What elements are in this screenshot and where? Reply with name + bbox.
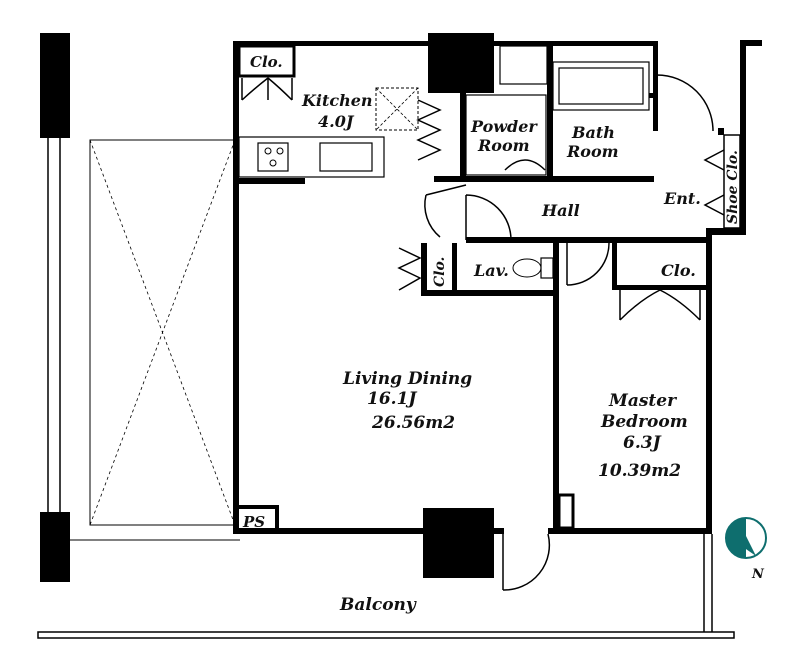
closet-kitchen-label: Clo. <box>250 53 283 71</box>
master-bedroom-size-label: 6.3J <box>623 433 662 453</box>
ps-label: PS <box>242 513 265 531</box>
entrance-label: Ent. <box>663 189 701 208</box>
balcony-label: Balcony <box>339 595 417 615</box>
closet-lav-label: Clo. <box>432 257 448 287</box>
doors <box>235 74 741 591</box>
closet-bedroom-label: Clo. <box>661 261 696 280</box>
living-dining-label: Living Dining <box>342 369 472 389</box>
powder-room-label-2: Room <box>477 136 530 155</box>
north-arrow-icon <box>725 517 767 559</box>
living-dining-size-label: 16.1J <box>367 389 417 409</box>
powder-room-label-1: Powder <box>470 117 538 136</box>
master-bedroom-area-label: 10.39m2 <box>598 461 681 481</box>
bath-room-label-2: Room <box>566 142 619 161</box>
north-label: N <box>751 567 765 582</box>
master-bedroom-label-1: Master <box>608 391 677 411</box>
master-bedroom-label-2: Bedroom <box>600 412 688 432</box>
shoe-closet-label: Shoe Clo. <box>725 150 741 224</box>
kitchen-fixtures <box>237 44 442 178</box>
room-labels: Clo. Kitchen 4.0J Powder Room Bath Room … <box>242 53 765 615</box>
bath-fixtures <box>465 45 650 176</box>
kitchen-size-label: 4.0J <box>318 112 355 131</box>
kitchen-label: Kitchen <box>301 91 373 110</box>
hall-label: Hall <box>541 201 580 220</box>
living-dining-area-label: 26.56m2 <box>371 413 455 433</box>
left-exterior <box>40 33 240 582</box>
balcony-edge <box>37 534 735 639</box>
bath-room-label-1: Bath <box>571 123 615 142</box>
lavatory-label: Lav. <box>473 261 509 280</box>
